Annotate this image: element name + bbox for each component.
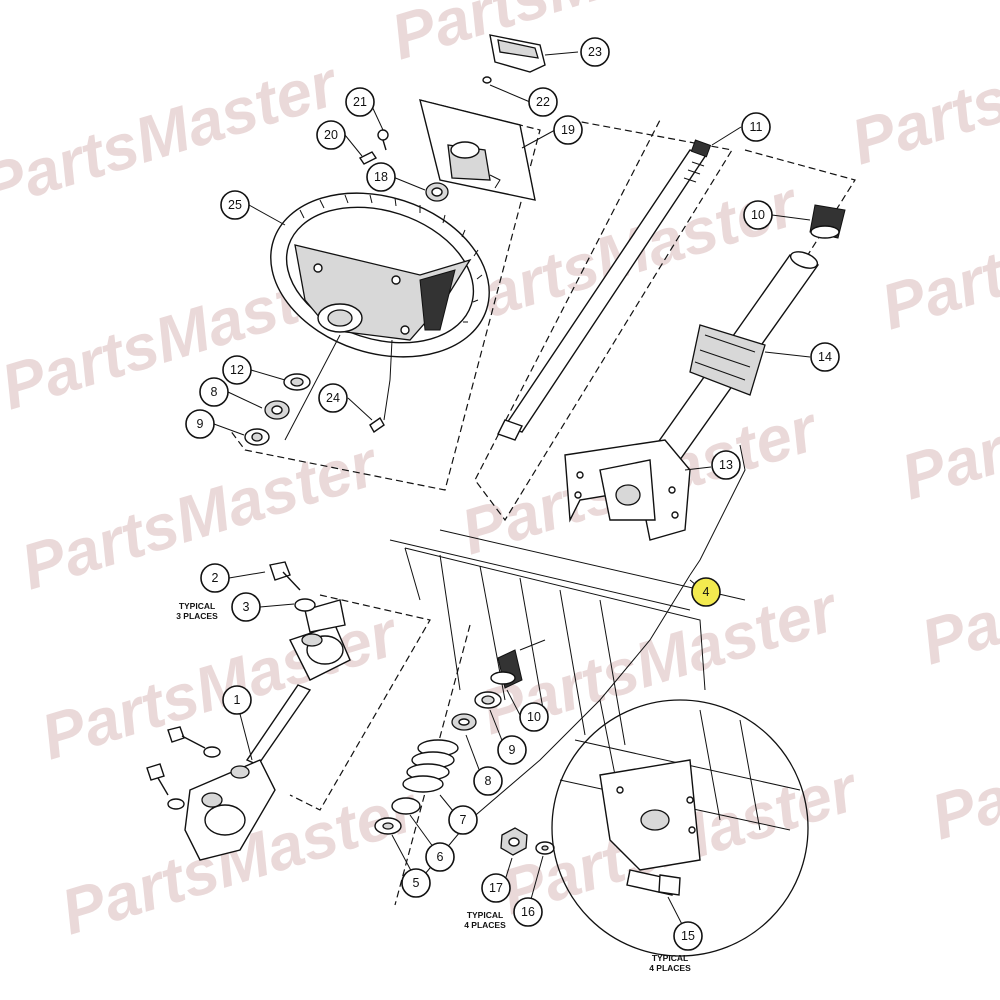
svg-text:2: 2 bbox=[212, 571, 219, 585]
svg-text:14: 14 bbox=[818, 350, 832, 364]
note-line: TYPICAL bbox=[652, 953, 688, 963]
svg-text:20: 20 bbox=[324, 128, 338, 142]
note-line: TYPICAL bbox=[179, 601, 215, 611]
spring-stack bbox=[374, 639, 546, 835]
note-line: TYPICAL bbox=[467, 910, 503, 920]
svg-text:10: 10 bbox=[527, 710, 541, 724]
callout-2: 2 bbox=[200, 563, 230, 593]
note-line: 3 PLACES bbox=[176, 611, 218, 621]
svg-text:12: 12 bbox=[230, 363, 244, 377]
note-typical-4-places-right: TYPICAL 4 PLACES bbox=[649, 953, 691, 973]
svg-text:7: 7 bbox=[460, 813, 467, 827]
callout-13: 13 bbox=[711, 450, 741, 480]
callout-18: 18 bbox=[366, 162, 396, 192]
svg-text:19: 19 bbox=[561, 123, 575, 137]
leader-lines bbox=[213, 51, 811, 937]
callout-6: 6 bbox=[425, 842, 455, 872]
callout-8: 8 bbox=[199, 377, 229, 407]
small-hardware-top bbox=[244, 129, 449, 446]
bushing-top bbox=[809, 204, 846, 239]
watermark: PartsMaster bbox=[33, 597, 407, 774]
callout-4: 4 bbox=[691, 577, 721, 607]
callout-15: 15 bbox=[673, 921, 703, 951]
callout-19: 19 bbox=[553, 115, 583, 145]
nut-washer-lower bbox=[500, 827, 555, 856]
note-typical-4-places-mid: TYPICAL 4 PLACES bbox=[464, 910, 506, 930]
svg-text:6: 6 bbox=[437, 850, 444, 864]
svg-text:25: 25 bbox=[228, 198, 242, 212]
wheel-hub-plate bbox=[419, 99, 536, 201]
svg-text:22: 22 bbox=[536, 95, 550, 109]
svg-text:10: 10 bbox=[751, 208, 765, 222]
callout-5: 5 bbox=[401, 868, 431, 898]
callout-24: 24 bbox=[318, 383, 348, 413]
svg-text:8: 8 bbox=[211, 385, 218, 399]
watermark: PartsMaster bbox=[0, 47, 347, 224]
note-typical-3-places: TYPICAL 3 PLACES bbox=[176, 601, 218, 621]
svg-text:23: 23 bbox=[588, 45, 602, 59]
callout-8: 8 bbox=[473, 766, 503, 796]
callout-9: 9 bbox=[185, 409, 215, 439]
svg-text:16: 16 bbox=[521, 905, 535, 919]
emblem bbox=[482, 34, 546, 84]
callout-14: 14 bbox=[810, 342, 840, 372]
note-line: 4 PLACES bbox=[464, 920, 506, 930]
callout-3: 3 bbox=[231, 592, 261, 622]
callout-16: 16 bbox=[513, 897, 543, 927]
column-bracket bbox=[564, 439, 691, 541]
callout-25: 25 bbox=[220, 190, 250, 220]
callout-21: 21 bbox=[345, 87, 375, 117]
watermark: PartsMaster bbox=[873, 167, 1000, 344]
callout-17: 17 bbox=[481, 873, 511, 903]
watermark: PartsMaster bbox=[383, 0, 757, 73]
detail-view bbox=[551, 699, 809, 957]
steering-wheel bbox=[270, 192, 490, 358]
callout-23: 23 bbox=[580, 37, 610, 67]
svg-text:24: 24 bbox=[326, 391, 340, 405]
bolts-left bbox=[146, 561, 316, 810]
watermark: PartsMaster bbox=[923, 677, 1000, 854]
watermark: PartsMaster bbox=[893, 337, 1000, 514]
svg-text:3: 3 bbox=[243, 600, 250, 614]
callout-9: 9 bbox=[497, 735, 527, 765]
svg-text:13: 13 bbox=[719, 458, 733, 472]
svg-text:5: 5 bbox=[413, 876, 420, 890]
svg-text:11: 11 bbox=[750, 120, 763, 134]
callout-1: 1 bbox=[222, 685, 252, 715]
svg-text:9: 9 bbox=[197, 417, 204, 431]
callout-20: 20 bbox=[316, 120, 346, 150]
svg-text:15: 15 bbox=[681, 929, 695, 943]
svg-text:1: 1 bbox=[234, 693, 241, 707]
callout-12: 12 bbox=[222, 355, 252, 385]
svg-text:9: 9 bbox=[509, 743, 516, 757]
watermark: PartsMaster bbox=[843, 2, 1000, 179]
watermark: PartsMaster bbox=[913, 502, 1000, 679]
callout-22: 22 bbox=[528, 87, 558, 117]
note-line: 4 PLACES bbox=[649, 963, 691, 973]
callout-10: 10 bbox=[519, 702, 549, 732]
svg-text:17: 17 bbox=[489, 881, 503, 895]
callout-7: 7 bbox=[448, 805, 478, 835]
intermediate-shaft bbox=[184, 599, 351, 861]
callout-11: 11 bbox=[741, 112, 771, 142]
svg-text:8: 8 bbox=[485, 774, 492, 788]
svg-text:18: 18 bbox=[374, 170, 388, 184]
svg-text:21: 21 bbox=[353, 95, 367, 109]
svg-text:4: 4 bbox=[703, 585, 710, 599]
callout-10: 10 bbox=[743, 200, 773, 230]
steering-shaft bbox=[497, 139, 712, 441]
